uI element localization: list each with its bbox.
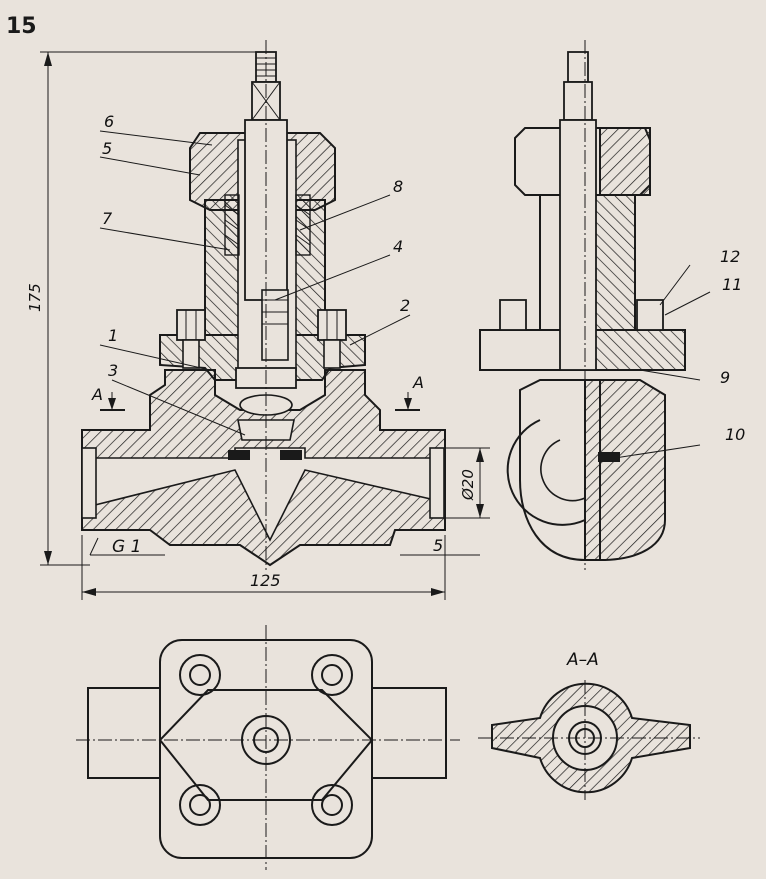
right-bolt bbox=[317, 309, 347, 369]
side-section-view bbox=[479, 40, 686, 570]
front-section-view bbox=[81, 40, 446, 570]
plate-number: 15 bbox=[6, 14, 37, 39]
part-label-6: 6 bbox=[104, 112, 114, 131]
part-label-1: 1 bbox=[108, 326, 118, 345]
part-label-4: 4 bbox=[393, 237, 403, 256]
leader-lines bbox=[99, 130, 711, 459]
dim-overall-height: 175 bbox=[26, 283, 44, 312]
part-label-7: 7 bbox=[102, 209, 113, 228]
dim-thread: G 1 bbox=[112, 537, 141, 557]
plan-view bbox=[76, 625, 460, 870]
part-label-9: 9 bbox=[720, 368, 730, 387]
section-labels: A A A–A bbox=[91, 373, 599, 670]
gland-packing bbox=[224, 194, 311, 256]
part-label-11: 11 bbox=[722, 275, 742, 294]
part-label-10: 10 bbox=[725, 425, 745, 444]
part-label-3: 3 bbox=[108, 361, 118, 380]
section-arrow-right-label: A bbox=[412, 373, 424, 392]
side-body-section bbox=[584, 379, 666, 561]
dimension-values: 175 125 Ø20 5 G 1 bbox=[26, 283, 477, 590]
part-label-5: 5 bbox=[102, 139, 112, 158]
section-title: A–A bbox=[566, 650, 599, 670]
part-label-12: 12 bbox=[720, 247, 740, 266]
dim-flange-offset: 5 bbox=[433, 536, 443, 555]
dim-overall-length: 125 bbox=[250, 571, 281, 590]
dim-bore-diameter: Ø20 bbox=[459, 469, 477, 501]
part-label-2: 2 bbox=[400, 296, 410, 315]
left-bolt bbox=[176, 309, 206, 369]
left-thread-end bbox=[81, 447, 97, 519]
part-labels: 6 5 7 8 4 2 1 3 12 11 9 10 bbox=[102, 112, 745, 444]
section-a-a-view bbox=[478, 680, 700, 800]
dimension-lines bbox=[40, 51, 490, 600]
right-thread-end bbox=[429, 447, 445, 519]
section-arrow-left-label: A bbox=[91, 385, 103, 404]
part-label-8: 8 bbox=[393, 177, 403, 196]
